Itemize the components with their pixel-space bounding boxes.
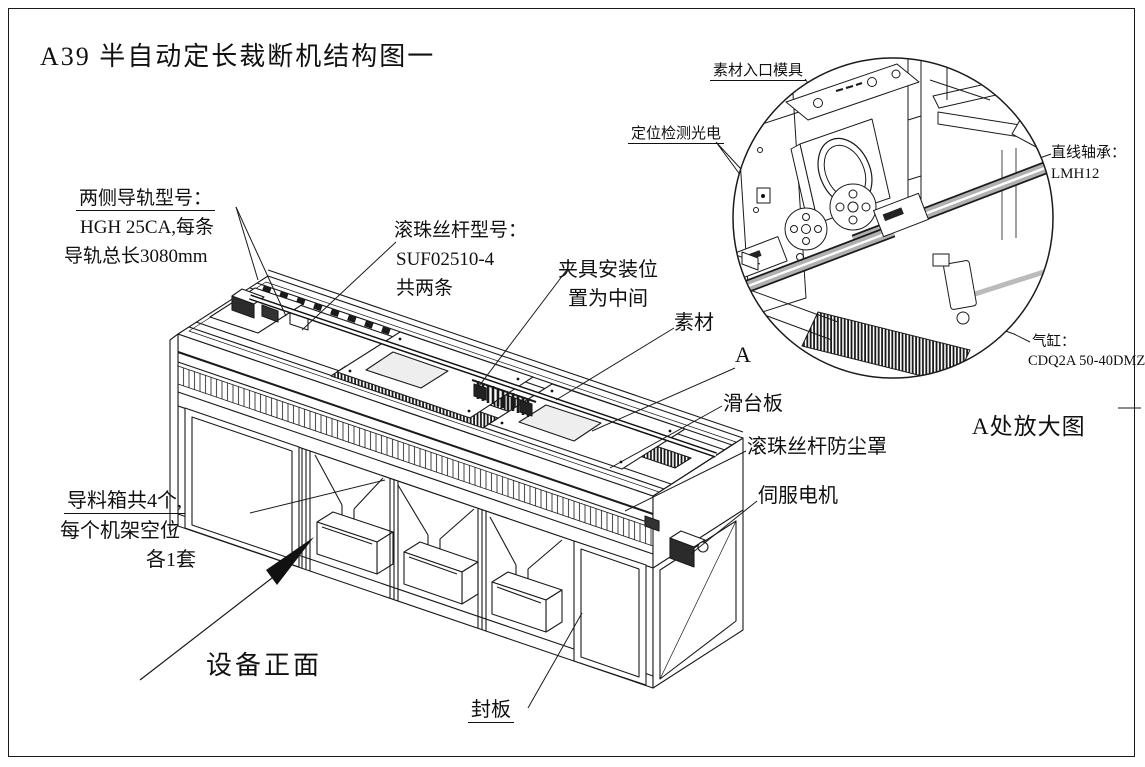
ball-screw-label: 滚珠丝杆型号： SUF02510-4 共两条 [394, 220, 528, 299]
frame-posts [301, 448, 487, 631]
guide-boxes [316, 511, 563, 633]
linear-bearing-label: 直线轴承： LMH12 [1051, 145, 1127, 182]
clamp-label: 夹具安装位 置为中间 [558, 259, 658, 310]
servo-motor-label: 伺服电机 [758, 485, 838, 507]
flange-discs [784, 183, 877, 251]
plate-screws [348, 337, 672, 464]
position-sensor-label: 定位检测光电 [628, 124, 725, 145]
detail-caption: A处放大图 [972, 414, 1086, 439]
detail-view-content [733, 58, 1053, 378]
inlet-mold-plate [785, 63, 920, 121]
hopper-funnels [314, 454, 563, 579]
page-title: A39 半自动定长裁断机结构图一 [40, 42, 436, 71]
cover-plate-panel [573, 540, 647, 686]
detail-circle [732, 57, 1054, 379]
inlet-mold-label: 素材入口模具 [710, 61, 807, 82]
cover-plate-label: 封板 [468, 696, 514, 725]
machine-body [169, 269, 744, 689]
material-bar [249, 294, 717, 458]
dust-cover-label: 滚珠丝杆防尘罩 [747, 436, 887, 458]
device-front-label: 设备正面 [206, 651, 323, 680]
clamp-assembly [471, 379, 537, 417]
detail-bellows [801, 311, 971, 378]
guide-box-label: 导料箱共4个, 每个机架空位 各1套 [60, 490, 196, 571]
detail-ref-label: A [735, 342, 751, 367]
guide-rail-label: 两侧导轨型号： HGH 25CA,每条 导轨总长3080mm [64, 188, 216, 267]
air-cylinder [932, 253, 977, 325]
air-cylinder-label: 气缸： CDQ2A 50-40DMZ [1028, 334, 1145, 369]
sheet-border [8, 8, 1135, 757]
slide-plate-label: 滑台板 [723, 393, 783, 415]
front-direction-arrow [139, 537, 314, 681]
servo-motor-block [644, 515, 709, 568]
material-label: 素材 [674, 312, 714, 334]
